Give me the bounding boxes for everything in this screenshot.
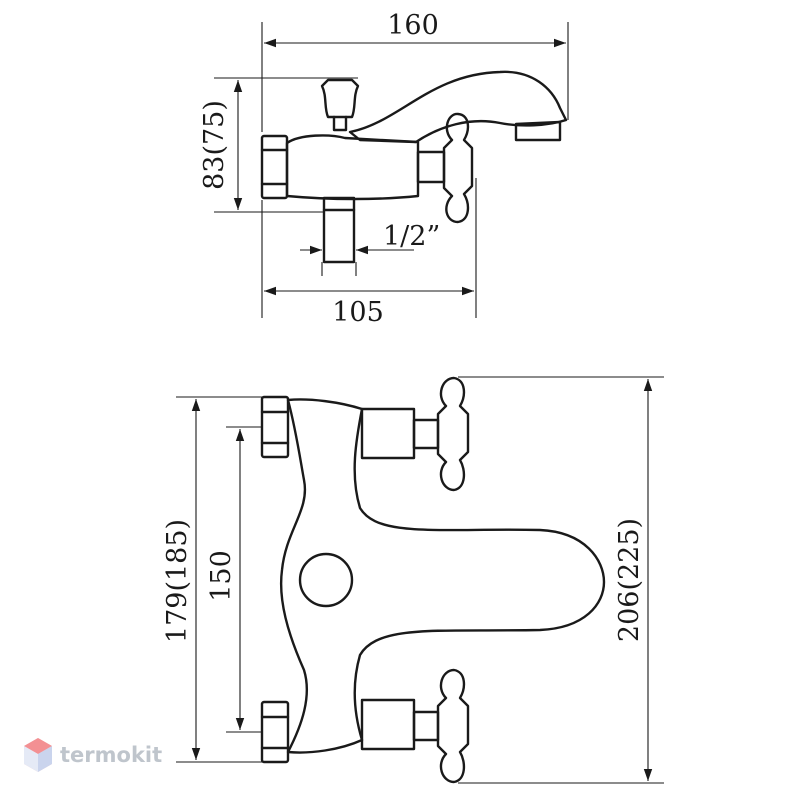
faucet-body — [285, 134, 420, 201]
side-view: 160 83(75) 1/2” 105 — [199, 10, 569, 328]
plan-view: 179(185) 150 206(225) — [162, 376, 664, 784]
cross-handle — [442, 112, 474, 224]
diverter-knob — [320, 78, 360, 119]
diverter-circle — [298, 552, 354, 608]
wall-nut-lower — [260, 700, 290, 764]
watermark-text: termokit — [60, 743, 162, 767]
plan-body — [279, 398, 606, 754]
dim-thread: 1/2” — [383, 221, 440, 252]
wall-nut-upper — [260, 395, 290, 459]
handle-collar-lower — [412, 710, 440, 742]
dim-overall-height: 206(225) — [614, 518, 645, 642]
cube-logo-icon — [24, 738, 52, 772]
valve-body-lower — [360, 698, 416, 751]
diverter-stem — [332, 115, 348, 132]
dim-center-distance: 150 — [206, 550, 237, 602]
inlet-pipe — [322, 196, 356, 264]
handle-collar-upper — [412, 418, 440, 450]
spout-outlet — [514, 120, 562, 142]
valve-body-upper — [360, 407, 416, 460]
wall-nut — [260, 134, 289, 200]
cross-handle-lower — [436, 668, 470, 784]
cross-handle-upper — [436, 376, 470, 492]
dim-width-base: 105 — [332, 297, 384, 328]
dim-width-top: 160 — [387, 10, 439, 41]
spout — [348, 70, 568, 144]
dim-total-height: 179(185) — [162, 519, 193, 643]
dim-height-top: 83(75) — [199, 100, 230, 190]
watermark: termokit — [24, 738, 162, 772]
handle-collar — [416, 150, 446, 184]
